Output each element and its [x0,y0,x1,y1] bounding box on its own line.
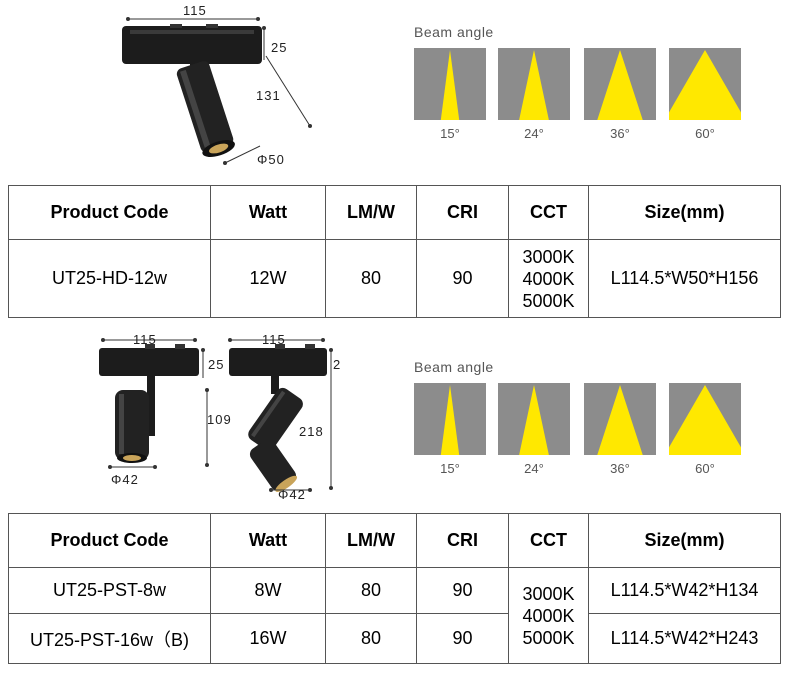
table-row: UT25-PST-16w（B) 16W 80 90 L114.5*W42*H24… [8,613,781,664]
cell-cri: 90 [416,613,509,664]
dim-diameter-label: Φ42 [111,472,139,487]
beam-angle-label: 15° [440,461,460,476]
dim-height-label: 2 [333,357,342,372]
cell-lmw: 80 [325,239,417,318]
header-cri: CRI [416,185,509,240]
beam-angle-diagram [664,48,746,120]
cct-value: 4000K [522,605,575,626]
cell-cct: 3000K 4000K 5000K [508,567,589,664]
header-product-code: Product Code [8,185,211,240]
dim-length-label: 218 [299,424,324,439]
dim-diameter-label: Φ42 [278,487,306,502]
dim-width-label: 115 [133,332,157,347]
header-lmw: LM/W [325,513,417,568]
beam-angle-label: 60° [695,126,715,141]
beam-cone [519,50,549,120]
header-cct: CCT [508,513,589,568]
header-lmw: LM/W [325,185,417,240]
dim-height-label: 25 [208,357,225,372]
dim-height-label: 25 [271,40,288,55]
beam-angle-label: 24° [524,461,544,476]
cct-value: 5000K [522,627,575,648]
beam-cone [664,385,746,455]
cell-watt: 12W [210,239,326,318]
beam-angle-title: Beam angle [414,359,494,375]
cell-cct: 3000K 4000K 5000K [508,239,589,318]
beam-angle-diagram [584,48,656,120]
header-cri: CRI [416,513,509,568]
header-watt: Watt [210,513,326,568]
dim-length-label: 109 [207,412,232,427]
beam-angle-title: Beam angle [414,24,494,40]
spec-table-hd: Product Code Watt LM/W CRI CCT Size(mm) … [8,185,781,318]
dim-width-label: 115 [262,332,286,347]
beam-angle-diagram [414,48,486,120]
table-row: UT25-PST-8w 8W 80 90 3000K 4000K 5000K L… [8,567,781,664]
beam-angle-diagram [498,383,570,455]
cell-size: L114.5*W50*H156 [588,239,781,318]
cell-watt: 8W [210,567,326,614]
cell-lmw: 80 [325,567,417,614]
header-size: Size(mm) [588,513,781,568]
cell-size: L114.5*W42*H243 [588,613,781,664]
beam-cone [519,385,549,455]
beam-angle-diagram [414,383,486,455]
dim-diameter-label: Φ50 [257,152,285,167]
beam-angle-diagram [498,48,570,120]
cell-size: L114.5*W42*H134 [588,567,781,614]
header-size: Size(mm) [588,185,781,240]
dim-length-label: 131 [256,88,281,103]
header-product-code: Product Code [8,513,211,568]
table-row: UT25-HD-12w 12W 80 90 3000K 4000K 5000K … [8,239,781,318]
cct-value: 5000K [522,290,575,311]
beam-cone [597,50,643,120]
beam-angle-label: 15° [440,126,460,141]
cell-watt: 16W [210,613,326,664]
beam-angle-label: 36° [610,461,630,476]
cell-cri: 90 [416,567,509,614]
cct-value: 3000K [522,583,575,604]
dim-width-label: 115 [183,3,207,18]
cell-lmw: 80 [325,613,417,664]
cct-value: 3000K [522,246,575,267]
header-watt: Watt [210,185,326,240]
header-cct: CCT [508,185,589,240]
cell-cri: 90 [416,239,509,318]
beam-angle-label: 36° [610,126,630,141]
cct-value: 4000K [522,268,575,289]
cell-code: UT25-HD-12w [8,239,211,318]
beam-angle-label: 24° [524,126,544,141]
beam-angle-label: 60° [695,461,715,476]
beam-cone [440,385,460,455]
spec-table-pst: Product Code Watt LM/W CRI CCT Size(mm) … [8,513,781,664]
cell-code: UT25-PST-16w（B) [8,613,211,664]
beam-angle-diagram [664,383,746,455]
cell-code: UT25-PST-8w [8,567,211,614]
beam-cone [440,50,460,120]
beam-cone [597,385,643,455]
product-drawing-hd [122,17,312,165]
beam-cone [664,50,746,120]
beam-angle-diagram [584,383,656,455]
product-drawing-pst [99,338,333,492]
